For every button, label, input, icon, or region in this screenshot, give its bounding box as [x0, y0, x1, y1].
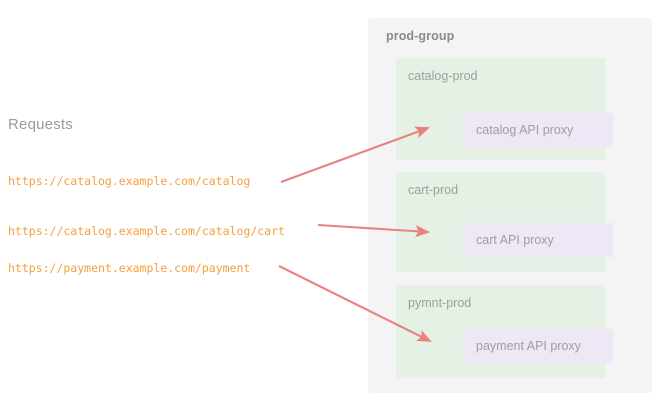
proxy-box-cart: cart API proxy [463, 223, 613, 257]
subgroup-catalog-prod: catalog-prod catalog API proxy [396, 58, 613, 160]
prod-group-panel: prod-group catalog-prod catalog API prox… [368, 18, 652, 393]
proxy-box-payment: payment API proxy [463, 329, 613, 363]
proxy-box-catalog: catalog API proxy [463, 113, 613, 147]
prod-group-title: prod-group [386, 29, 455, 43]
proxy-label-cart: cart API proxy [476, 233, 554, 247]
request-url-cart: https://catalog.example.com/catalog/cart [8, 224, 285, 238]
proxy-label-catalog: catalog API proxy [476, 123, 574, 137]
requests-heading: Requests [8, 116, 73, 133]
request-url-payment: https://payment.example.com/payment [8, 261, 251, 275]
request-url-catalog: https://catalog.example.com/catalog [8, 174, 251, 188]
proxy-label-payment: payment API proxy [476, 339, 581, 353]
subgroup-title-pymnt-prod: pymnt-prod [408, 296, 472, 310]
subgroup-pymnt-prod: pymnt-prod payment API proxy [396, 285, 613, 378]
subgroup-title-cart-prod: cart-prod [408, 183, 459, 197]
subgroup-title-catalog-prod: catalog-prod [408, 69, 478, 83]
subgroup-cart-prod: cart-prod cart API proxy [396, 172, 613, 272]
